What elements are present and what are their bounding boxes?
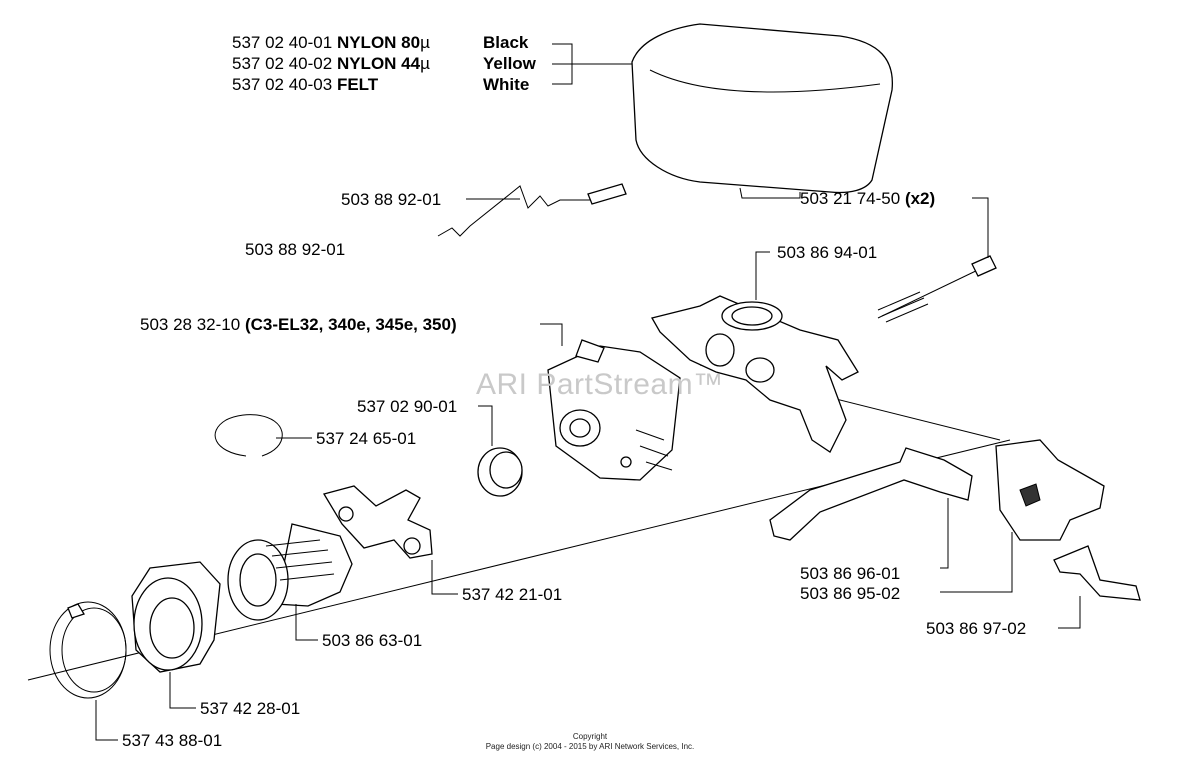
callout-bolt-number: 503 21 74-50 [800, 189, 901, 208]
filter-option-2-material: NYLON 44 [336, 54, 421, 73]
lever-a-leader-line [940, 498, 949, 569]
callout-wire-a[interactable]: 503 88 92-01 [341, 190, 442, 209]
filter-option-3-color-wrap: White [483, 75, 529, 95]
filter-option-3-number: 537 02 40-03 [232, 75, 333, 94]
watermark: ARI PartStream™ [476, 368, 724, 401]
copyright-notice: Copyright Page design (c) 2004 - 2015 by… [0, 732, 1180, 752]
lever-a-part [769, 447, 973, 541]
filter-option-1-number: 537 02 40-01 [232, 33, 333, 52]
callout-bolt[interactable]: 503 21 74-50 (x2) [800, 189, 935, 209]
callout-bolt-qty: (x2) [904, 189, 936, 208]
callout-carburetor-models: (C3-EL32, 340e, 345e, 350) [244, 315, 457, 334]
callout-spring-plate[interactable]: 503 86 97-02 [926, 619, 1027, 638]
filter-option-3-color: White [483, 75, 530, 94]
copyright-line-1: Copyright [572, 732, 608, 741]
callout-carburetor[interactable]: 503 28 32-10 (C3-EL32, 340e, 345e, 350) [140, 315, 457, 335]
carburetor-part [547, 339, 681, 481]
boot-leader-line [295, 604, 318, 641]
air-filter-part [631, 23, 894, 199]
callout-gasket[interactable]: 537 02 90-01 [357, 397, 458, 416]
filter-option-2-unit: µ [420, 54, 430, 73]
callout-lever-b[interactable]: 503 86 95-02 [800, 584, 901, 603]
callout-wire-b[interactable]: 503 88 92-01 [245, 240, 346, 259]
flange-leader-line [169, 672, 196, 709]
intake-boot-part [227, 523, 353, 621]
choke-wire-part [437, 183, 627, 237]
bracket-leader-line [431, 560, 458, 595]
spring-plate-leader-line [1058, 596, 1081, 629]
lever-b-leader-line [940, 532, 1013, 593]
filter-option-3[interactable]: 537 02 40-03 FELT [232, 75, 378, 95]
callout-lever-a[interactable]: 503 86 96-01 [800, 564, 901, 583]
callout-clamp[interactable]: 537 43 88-01 [122, 731, 223, 750]
gasket-leader-line [478, 405, 493, 446]
carb-leader-line [540, 323, 563, 346]
filter-option-3-material: FELT [336, 75, 379, 94]
filter-option-2-number: 537 02 40-02 [232, 54, 333, 73]
callout-flange[interactable]: 537 42 28-01 [200, 699, 301, 718]
filter-option-1-unit: µ [420, 33, 430, 52]
callout-snap-ring[interactable]: 537 24 65-01 [316, 429, 417, 448]
lever-b-part [995, 439, 1105, 541]
clamp-part [49, 601, 127, 699]
bolt-part [877, 255, 997, 323]
filter-option-1[interactable]: 537 02 40-01 NYLON 80µ [232, 33, 430, 53]
callout-intake-boot[interactable]: 503 86 63-01 [322, 631, 423, 650]
bracket-part [322, 485, 433, 559]
filter-option-1-color-wrap: Black [483, 33, 528, 53]
carburetor-holder-part [651, 295, 859, 453]
callout-bracket[interactable]: 537 42 21-01 [462, 585, 563, 604]
filter-option-2[interactable]: 537 02 40-02 NYLON 44µ [232, 54, 430, 74]
snap-ring-part [214, 414, 283, 457]
filter-option-2-color: Yellow [483, 54, 536, 73]
spring-plate-part [1053, 545, 1141, 601]
flange-part [131, 561, 221, 673]
filter-option-1-color: Black [483, 33, 529, 52]
callout-carburetor-number: 503 28 32-10 [140, 315, 241, 334]
holder-leader-line [755, 251, 770, 300]
callout-holder[interactable]: 503 86 94-01 [777, 243, 878, 262]
clamp-leader-line [95, 700, 118, 741]
filter-option-2-color-wrap: Yellow [483, 54, 536, 74]
copyright-line-2: Page design (c) 2004 - 2015 by ARI Netwo… [485, 742, 695, 751]
gasket-part [477, 447, 523, 497]
filter-option-1-material: NYLON 80 [336, 33, 421, 52]
bolt-leader-line [972, 197, 989, 258]
